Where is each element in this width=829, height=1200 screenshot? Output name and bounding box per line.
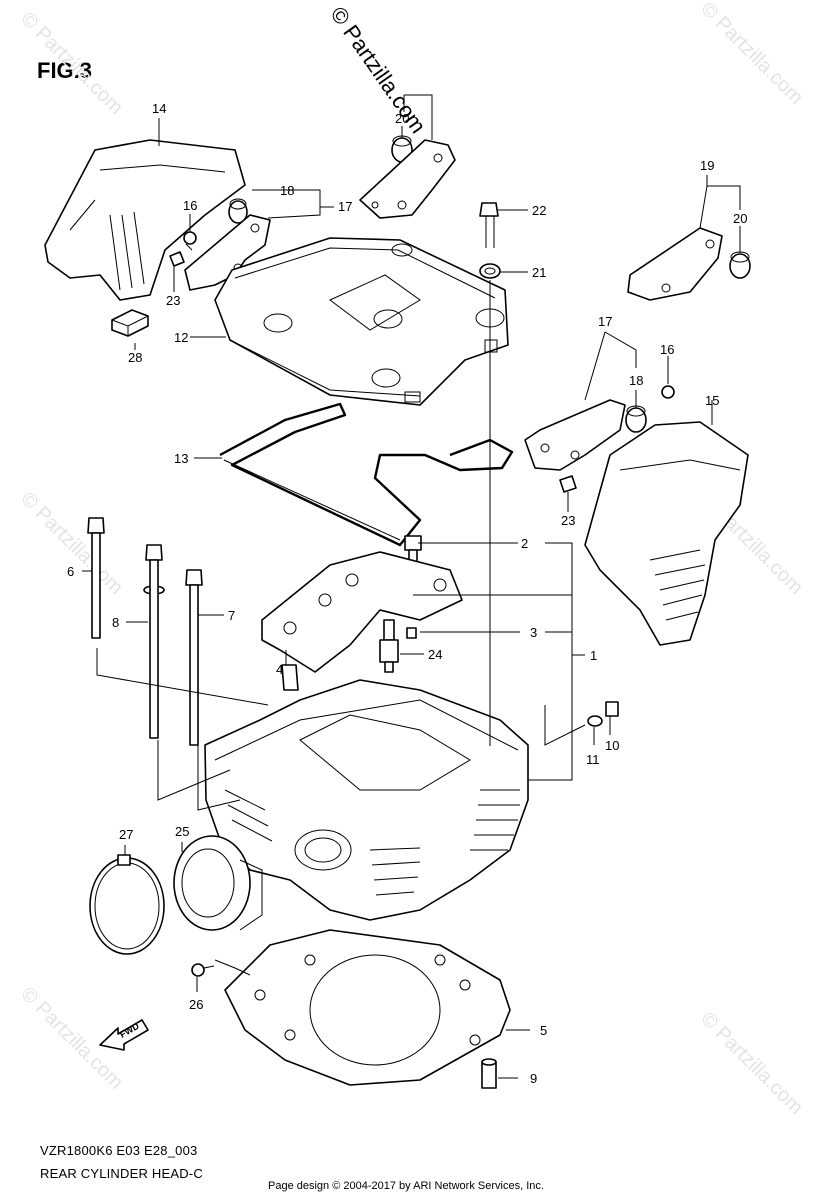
callout-18: 18 <box>629 373 643 388</box>
part-11-washer[interactable] <box>587 715 603 727</box>
callout-23: 23 <box>166 293 180 308</box>
part-27-clamp[interactable] <box>89 854 165 955</box>
callout-2: 2 <box>521 536 528 551</box>
callout-28: 28 <box>128 350 142 365</box>
callout-5: 5 <box>540 1023 547 1038</box>
callout-14: 14 <box>152 101 166 116</box>
figure-label: FIG.3 <box>37 58 93 83</box>
callout-4: 4 <box>276 662 283 677</box>
part-3-dowel[interactable] <box>406 627 417 639</box>
part-9-dowel-pin[interactable] <box>481 1058 497 1089</box>
part-10-bolt[interactable] <box>605 701 619 717</box>
callout-7: 7 <box>228 608 235 623</box>
callout-13: 13 <box>174 451 188 466</box>
callout-21: 21 <box>532 265 546 280</box>
diagram-title: REAR CYLINDER HEAD-C <box>40 1166 203 1181</box>
rocker-holder[interactable] <box>261 551 463 673</box>
callout-3: 3 <box>530 625 537 640</box>
callout-22: 22 <box>532 203 546 218</box>
fwd-arrow-icon: FWD <box>99 1019 149 1051</box>
part-26-screw[interactable] <box>191 963 215 977</box>
part-8-bolt[interactable] <box>143 544 165 739</box>
svg-text:© Partzilla.com: © Partzilla.com <box>16 488 127 599</box>
part-16-screw-right[interactable] <box>661 385 675 399</box>
part-18-grommet-left[interactable] <box>228 198 248 224</box>
svg-text:© Partzilla.com: © Partzilla.com <box>696 0 807 109</box>
part-7-bolt[interactable] <box>185 569 203 746</box>
callout-1: 1 <box>590 648 597 663</box>
callout-6: 6 <box>67 564 74 579</box>
callout-8: 8 <box>112 615 119 630</box>
part-6-bolt[interactable] <box>87 517 105 639</box>
svg-text:© Partzilla.com: © Partzilla.com <box>16 8 127 119</box>
callout-19: 19 <box>700 158 714 173</box>
callout-23: 23 <box>561 513 575 528</box>
page-credit: Page design © 2004-2017 by ARI Network S… <box>268 1180 544 1192</box>
callout-9: 9 <box>530 1071 537 1086</box>
part-4-dowel[interactable] <box>281 664 299 691</box>
callout-25: 25 <box>175 824 189 839</box>
callout-27: 27 <box>119 827 133 842</box>
part-23-bolt-right[interactable] <box>559 475 577 493</box>
callout-24: 24 <box>428 647 442 662</box>
callout-15: 15 <box>705 393 719 408</box>
part-24-spark-plug[interactable] <box>379 619 399 673</box>
part-21-washer[interactable] <box>479 263 501 279</box>
part-18-grommet-right[interactable] <box>625 405 647 433</box>
callout-12: 12 <box>174 330 188 345</box>
leader-lines <box>82 94 741 1079</box>
part-25-intake-pipe[interactable] <box>173 835 263 931</box>
part-23-bolt-left[interactable] <box>169 251 185 267</box>
callout-20: 20 <box>733 211 747 226</box>
callout-labels: 14 16 18 17 23 12 28 13 20 22 21 19 20 1… <box>67 101 747 1086</box>
callout-17: 17 <box>338 199 352 214</box>
part-19-bracket-top[interactable] <box>359 139 456 219</box>
part-20-grommet-right[interactable] <box>729 251 751 279</box>
part-15-cover-trim[interactable] <box>584 421 749 646</box>
callout-10: 10 <box>605 738 619 753</box>
callout-16: 16 <box>660 342 674 357</box>
part-16-screw-left[interactable] <box>183 231 197 251</box>
part-17-bracket-right[interactable] <box>524 399 626 471</box>
svg-text:© Partzilla.com: © Partzilla.com <box>696 1008 807 1119</box>
part-19-bracket-right[interactable] <box>627 227 723 301</box>
part-28-block[interactable] <box>111 309 149 337</box>
model-code: VZR1800K6 E03 E28_003 <box>40 1143 198 1158</box>
part-12-head-cover[interactable] <box>214 237 509 406</box>
callout-26: 26 <box>189 997 203 1012</box>
part-14-cover-trim[interactable] <box>44 139 246 301</box>
callout-20: 20 <box>395 111 409 126</box>
callout-17: 17 <box>598 314 612 329</box>
callout-16: 16 <box>183 198 197 213</box>
part-13-gasket[interactable] <box>219 402 514 547</box>
part-1-cylinder-head[interactable] <box>204 679 529 921</box>
part-5-head-gasket[interactable] <box>224 929 511 1086</box>
callout-18: 18 <box>280 183 294 198</box>
callout-11: 11 <box>586 752 600 767</box>
part-22-bolt[interactable] <box>479 202 499 248</box>
